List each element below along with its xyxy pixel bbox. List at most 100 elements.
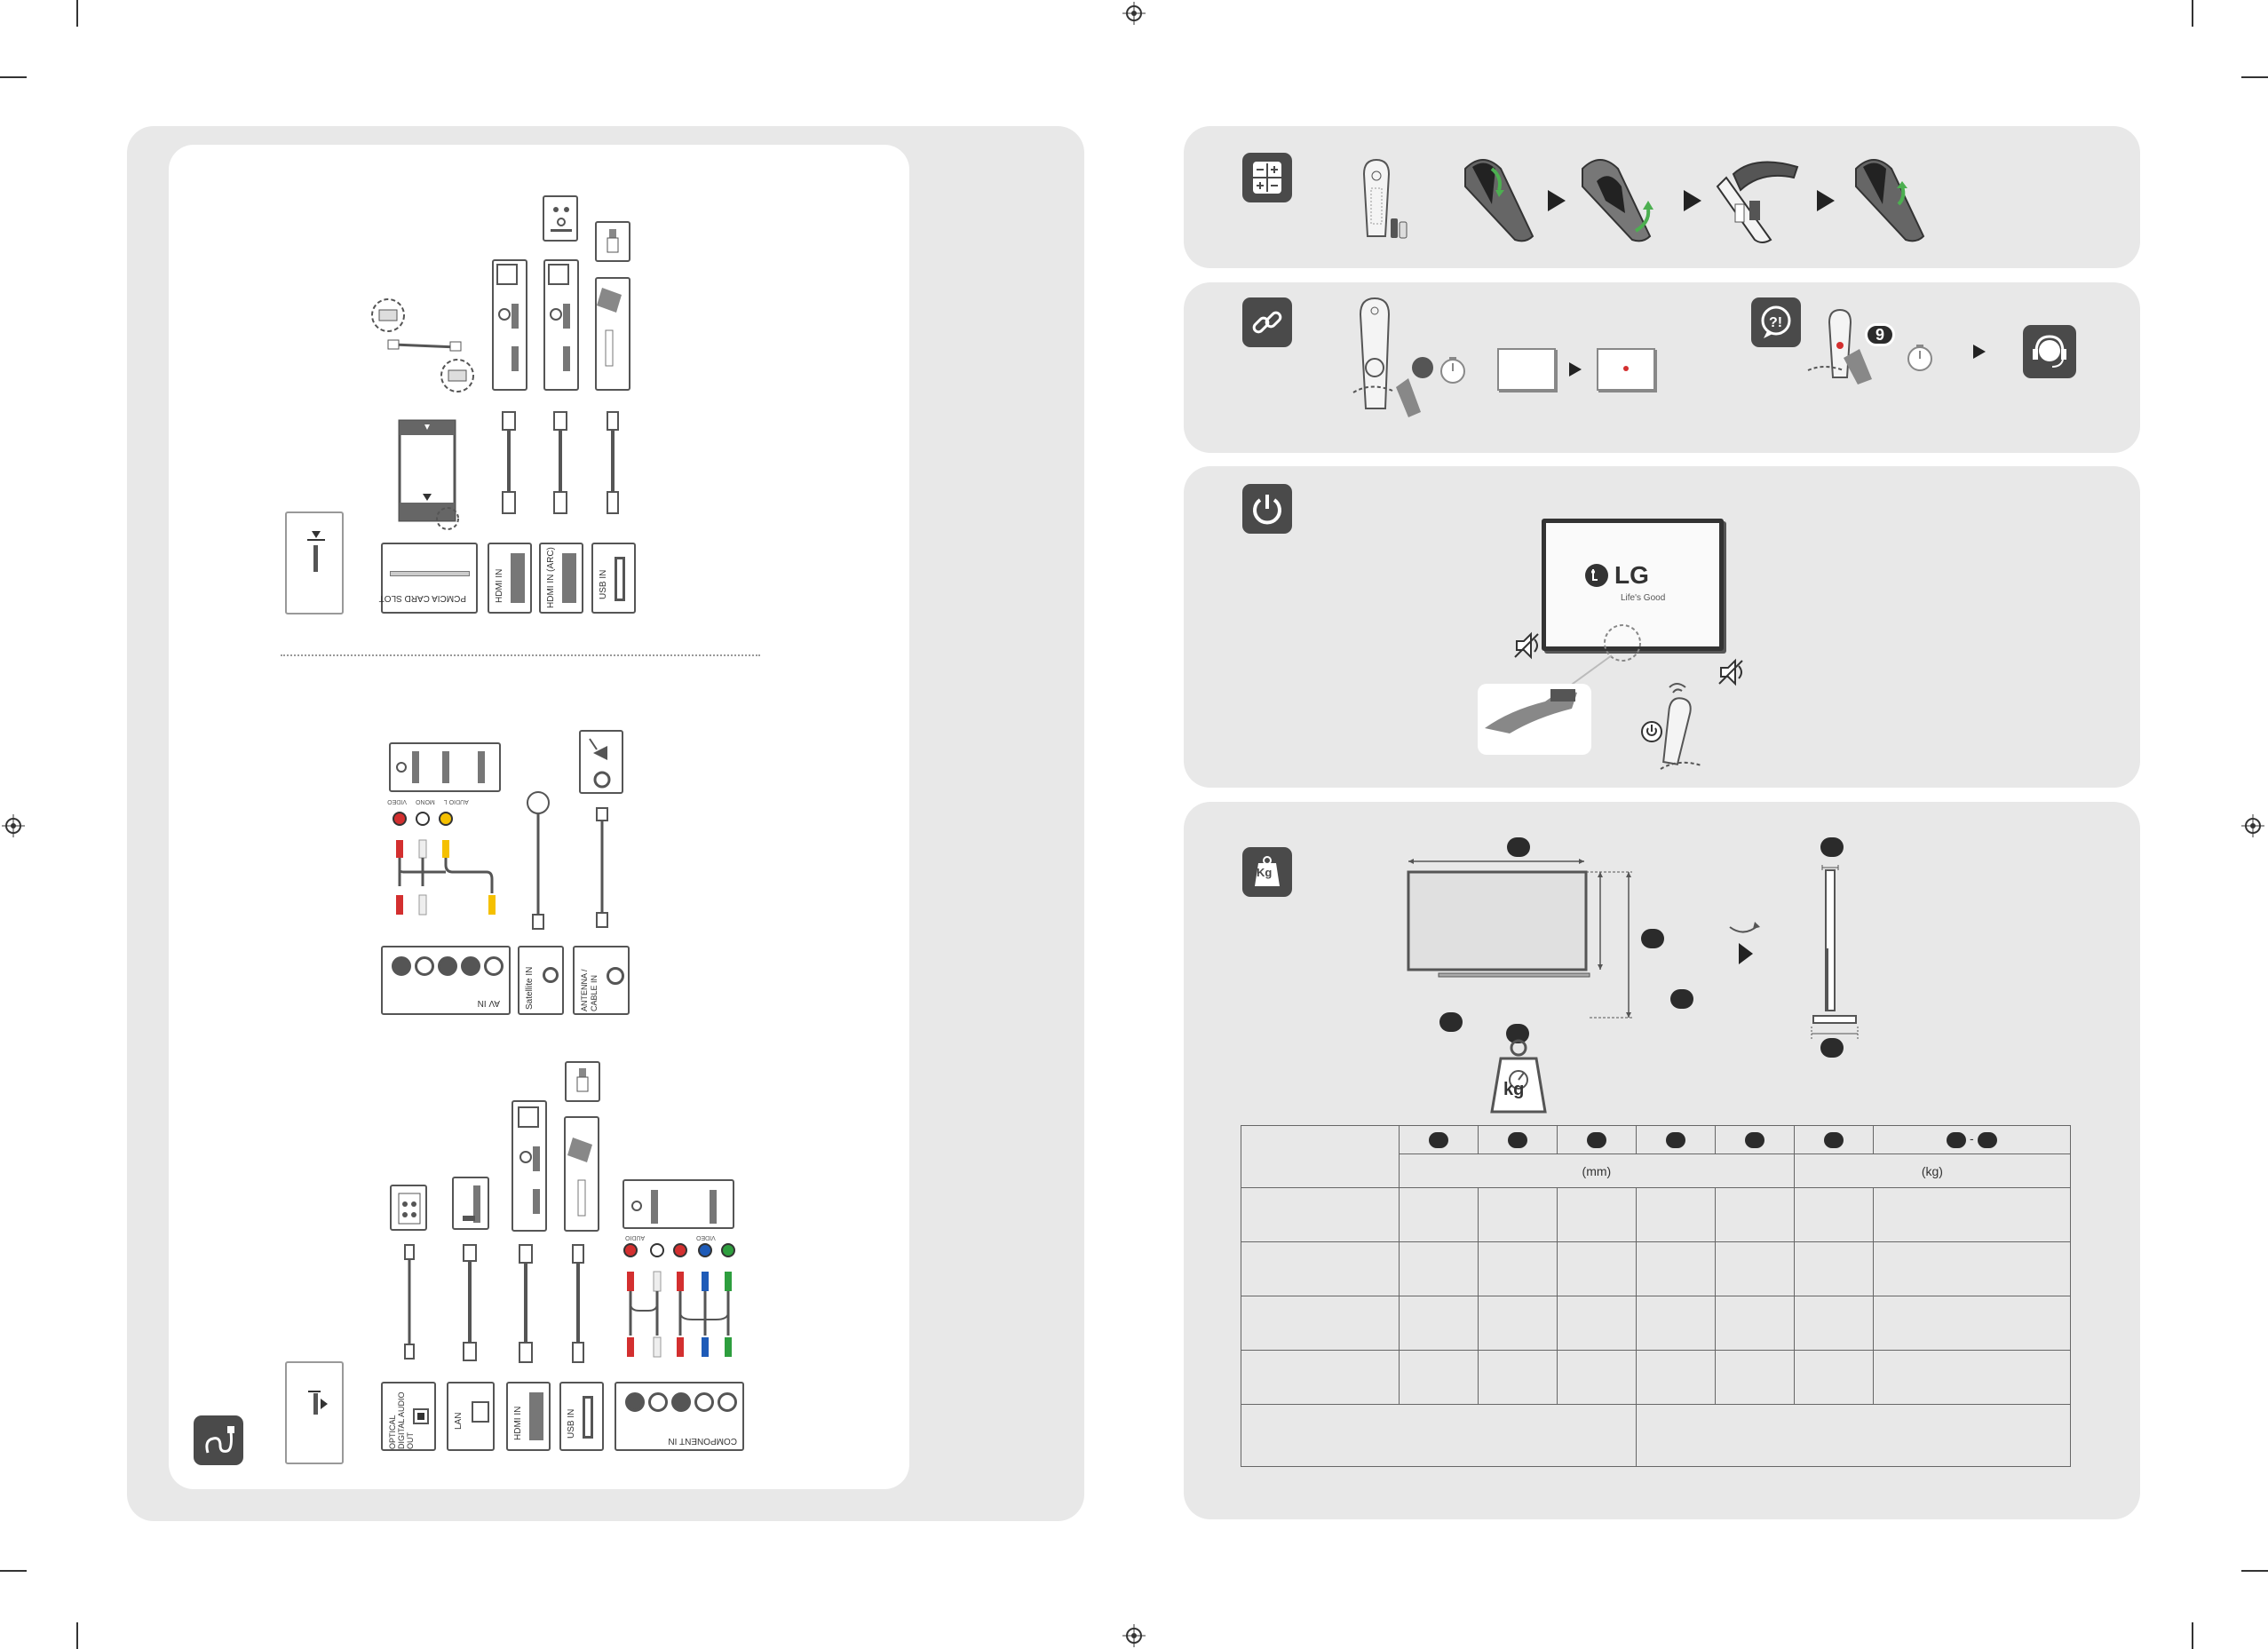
crop-mark bbox=[2241, 76, 2268, 78]
hdmi-in-label-bottom: HDMI IN bbox=[513, 1406, 523, 1440]
av-label-video: VIDEO bbox=[387, 798, 407, 805]
crop-mark bbox=[2241, 1570, 2268, 1572]
weight-icon-label: Kg bbox=[1257, 866, 1273, 879]
antenna-device-icon bbox=[579, 730, 623, 794]
support-agent-icon bbox=[2023, 325, 2076, 378]
speaker-mute-icon bbox=[1514, 631, 1539, 660]
step-arrow bbox=[1569, 362, 1582, 377]
crop-mark bbox=[0, 1570, 27, 1572]
pcmcia-label: PCMCIA CARD SLOT bbox=[378, 593, 466, 603]
usb-in-port-bottom: USB IN bbox=[559, 1382, 604, 1451]
tv-dimensions-side bbox=[1811, 865, 1859, 1039]
spec-col-dimension bbox=[1477, 1125, 1558, 1154]
hdmi-in-label: HDMI IN bbox=[495, 568, 504, 603]
battery-step-4 bbox=[1855, 159, 1925, 242]
dimension-marker bbox=[1820, 1038, 1844, 1058]
usb-in-label: USB IN bbox=[599, 569, 608, 599]
av-in-port: AV IN bbox=[381, 946, 511, 1015]
hdmi-usb-cables bbox=[502, 411, 619, 514]
antenna-port: ANTENNA / CABLE IN bbox=[573, 946, 630, 1015]
dimension-marker bbox=[1641, 929, 1664, 948]
pairing-panel bbox=[1184, 282, 2140, 453]
remote-with-batteries bbox=[1362, 158, 1408, 239]
step-arrow bbox=[1684, 190, 1701, 211]
hdmi-arc-label: HDMI IN (ARC) bbox=[546, 547, 556, 608]
dimension-marker bbox=[1820, 837, 1844, 857]
lg-logo-icon bbox=[1585, 564, 1608, 587]
spec-col-dimension bbox=[1714, 1125, 1795, 1154]
speaker-mute-icon bbox=[1718, 658, 1743, 686]
pairing-section-icon bbox=[1242, 297, 1292, 347]
av-jack bbox=[392, 956, 411, 976]
weight-section-icon bbox=[1242, 847, 1292, 897]
crop-mark bbox=[0, 76, 27, 78]
component-jack bbox=[671, 1392, 691, 1412]
satellite-jack bbox=[543, 967, 559, 983]
hdmi-arc-port: HDMI IN (ARC) bbox=[539, 543, 583, 614]
av-jack bbox=[484, 956, 504, 976]
registration-mark bbox=[1122, 1624, 1146, 1647]
component-jack bbox=[625, 1392, 645, 1412]
step-arrow bbox=[1973, 345, 1986, 359]
dimension-marker bbox=[1439, 1012, 1463, 1032]
dimension-marker bbox=[1507, 837, 1530, 857]
hdmi-in-port-bottom: HDMI IN bbox=[506, 1382, 551, 1451]
bd-player-icon bbox=[511, 1100, 547, 1232]
spec-col-weight bbox=[1793, 1125, 1874, 1154]
power-section-icon bbox=[1242, 484, 1292, 534]
registration-mark bbox=[2, 814, 25, 837]
lan-label: LAN bbox=[454, 1412, 464, 1430]
spec-unit-mm: (mm) bbox=[1399, 1154, 1795, 1188]
specification-table: - (mm) (kg) bbox=[1241, 1125, 2072, 1467]
battery-panel bbox=[1184, 126, 2140, 268]
spec-col-weight-combined: - bbox=[1872, 1125, 2072, 1154]
satellite-dish-cable bbox=[527, 791, 550, 930]
optical-device-icon bbox=[390, 1185, 427, 1231]
optical-out-port: OPTICAL DIGITAL AUDIO OUT bbox=[381, 1382, 436, 1451]
scale-weight-icon bbox=[1490, 1039, 1547, 1114]
bottom-cables bbox=[404, 1244, 584, 1363]
av-labels: AUDIO L MONO VIDEO bbox=[384, 798, 472, 805]
battery-step-1 bbox=[1464, 159, 1534, 242]
section-divider bbox=[281, 654, 760, 656]
av-device-glyphs bbox=[396, 751, 485, 783]
antenna-label: ANTENNA / CABLE IN bbox=[580, 969, 599, 1011]
component-jack bbox=[718, 1392, 737, 1412]
table-row bbox=[1241, 1187, 2072, 1242]
dimension-marker bbox=[1670, 989, 1693, 1009]
component-in-port: COMPONENT IN bbox=[615, 1382, 744, 1451]
av-in-label: AV IN bbox=[477, 998, 500, 1008]
lg-logo-text: LG bbox=[1614, 561, 1649, 589]
timer-icon-pair bbox=[1440, 357, 1465, 384]
table-row bbox=[1241, 1296, 2072, 1351]
lan-device-icon bbox=[452, 1177, 489, 1230]
battery-step-2 bbox=[1582, 159, 1653, 242]
av-jack bbox=[461, 956, 480, 976]
lg-slogan: Life's Good bbox=[1621, 593, 1666, 603]
dimension-marker bbox=[1506, 1024, 1529, 1043]
usb-in-port: USB IN bbox=[591, 543, 636, 614]
cable-clip-diagram bbox=[371, 298, 474, 392]
av-rca-cables bbox=[393, 812, 496, 916]
component-jack bbox=[694, 1392, 714, 1412]
table-row bbox=[1241, 1241, 2072, 1296]
rotate-arrow-icon bbox=[1729, 922, 1760, 964]
pcmcia-slot-port: PCMCIA CARD SLOT bbox=[378, 543, 478, 614]
av-jack bbox=[438, 956, 457, 976]
crop-mark bbox=[76, 1622, 78, 1649]
satellite-in-label: Satellite IN bbox=[525, 966, 535, 1010]
table-row bbox=[1241, 1404, 2072, 1467]
step-arrow bbox=[1548, 190, 1566, 211]
av-jack bbox=[415, 956, 434, 976]
lan-port: LAN bbox=[447, 1382, 495, 1451]
connection-section-icon bbox=[194, 1415, 243, 1465]
remote-pairing bbox=[1352, 297, 1433, 417]
key-9-badge: 9 bbox=[1865, 323, 1895, 346]
av-label-mono: MONO bbox=[416, 798, 435, 805]
usb-icon bbox=[607, 229, 619, 253]
crop-mark bbox=[76, 0, 78, 27]
settop-glyph-icon bbox=[551, 207, 572, 232]
tv-screen-on bbox=[1597, 348, 1655, 391]
battery-step-3 bbox=[1716, 161, 1799, 243]
optical-label: OPTICAL DIGITAL AUDIO OUT bbox=[388, 1391, 415, 1449]
